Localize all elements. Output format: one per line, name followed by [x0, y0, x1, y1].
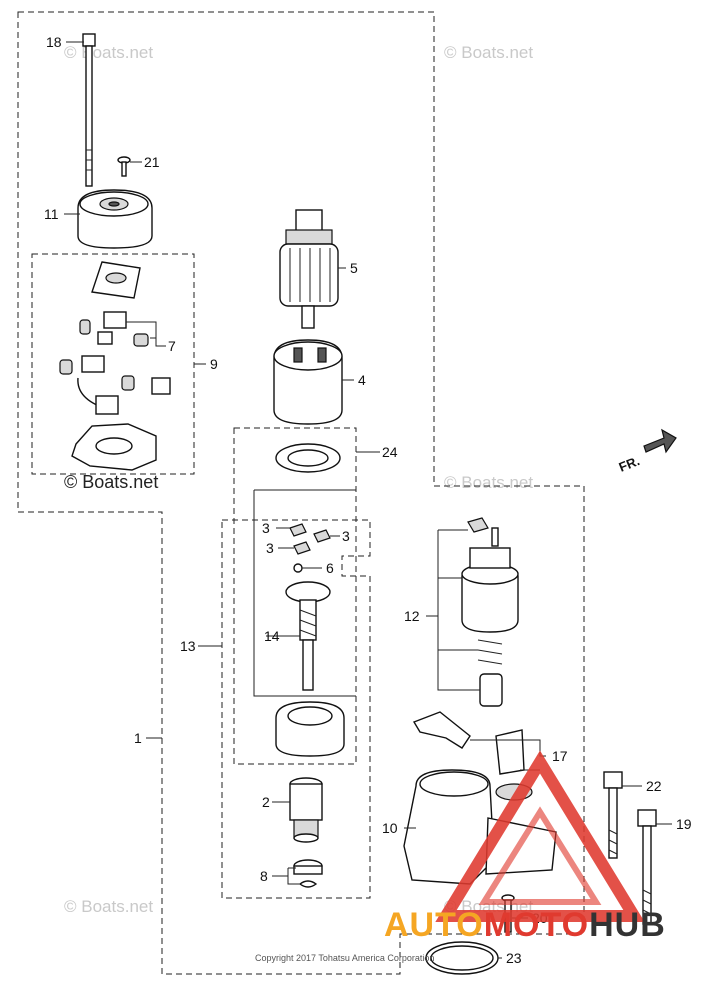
pinion-box — [233, 427, 357, 765]
callout-21: 21 — [144, 154, 160, 170]
brush-holder-parts — [59, 261, 171, 471]
brush-box-watermark: © Boats.net — [64, 472, 158, 492]
pinion-part — [289, 777, 323, 843]
callout-4: 4 — [358, 372, 366, 388]
frame-bracket — [253, 489, 356, 697]
callout-13: 13 — [180, 638, 196, 654]
callout-3-top: 3 — [262, 520, 270, 536]
armature-part — [279, 209, 339, 329]
gear-ring-part — [275, 443, 341, 473]
assembly-boundary — [17, 11, 585, 975]
callout-9: 9 — [210, 356, 218, 372]
automotohub-logo — [435, 750, 645, 922]
callout-22: 22 — [646, 778, 662, 794]
front-direction-label: FR. — [617, 453, 642, 475]
callout-7: 7 — [168, 338, 176, 354]
callout-24: 24 — [382, 444, 398, 460]
brand-part-1: AUTO — [384, 906, 484, 944]
callout-17: 17 — [552, 748, 568, 764]
callout-12: 12 — [404, 608, 420, 624]
brand-auto: AUTOMOTOHUB — [384, 906, 666, 944]
drive-assembly-box — [221, 519, 371, 899]
bolt-22-part — [603, 771, 623, 859]
planetary-shaft-part — [285, 581, 331, 691]
callout-6: 6 — [326, 560, 334, 576]
watermark: © Boats.net — [64, 897, 153, 916]
front-direction-arrow — [643, 428, 677, 454]
callout-14: 14 — [264, 628, 280, 644]
yoke-part — [273, 339, 343, 425]
callout-8: 8 — [260, 868, 268, 884]
shift-lever-part — [412, 711, 525, 775]
watermark: © Boats.net — [64, 43, 153, 62]
internal-gear-part — [275, 701, 345, 757]
bolt-19-part — [637, 809, 657, 925]
callout-3-right: 3 — [342, 528, 350, 544]
screw-part — [117, 156, 131, 177]
watermark: © Boats.net — [444, 473, 533, 492]
callout-1: 1 — [134, 730, 142, 746]
callout-10: 10 — [382, 820, 398, 836]
through-bolt-part — [82, 33, 96, 187]
o-ring-inner — [430, 945, 494, 971]
ball-part — [293, 563, 303, 573]
callout-2: 2 — [262, 794, 270, 810]
callout-5: 5 — [350, 260, 358, 276]
callout-19: 19 — [676, 816, 692, 832]
brand-part-3: HUB — [589, 906, 666, 944]
nut-parts — [289, 523, 331, 555]
callout-23: 23 — [506, 950, 522, 966]
callout-18: 18 — [46, 34, 62, 50]
callout-3-bottom: 3 — [266, 540, 274, 556]
callout-11: 11 — [44, 206, 59, 222]
stop-ring-part — [293, 859, 323, 888]
watermark: © Boats.net — [444, 43, 533, 62]
end-cover-part — [77, 189, 153, 249]
copyright-notice: Copyright 2017 Tohatsu America Corporati… — [255, 953, 434, 963]
solenoid-part — [461, 517, 519, 707]
brand-part-2: MOTO — [484, 906, 589, 944]
